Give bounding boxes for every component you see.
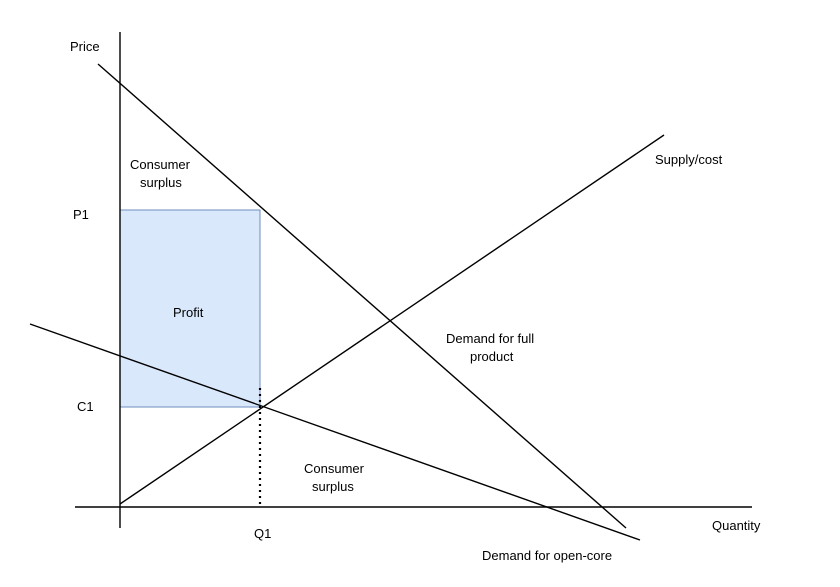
profit-label: Profit	[173, 305, 204, 320]
price-axis-label: Price	[70, 39, 100, 54]
supply-cost-label: Supply/cost	[655, 152, 723, 167]
c1-label: C1	[77, 399, 94, 414]
supply-cost-line	[119, 134, 665, 505]
demand-full-product-label-line2: product	[470, 349, 514, 364]
demand-open-core-label: Demand for open-core	[482, 548, 612, 563]
consumer-surplus-top-line1: Consumer	[130, 157, 191, 172]
demand-open-core-line	[29, 323, 641, 541]
demand-full-product-label-line1: Demand for full	[446, 331, 534, 346]
consumer-surplus-bottom-line1: Consumer	[304, 461, 365, 476]
q1-label: Q1	[254, 526, 271, 541]
consumer-surplus-bottom-line2: surplus	[312, 479, 354, 494]
quantity-axis-label: Quantity	[712, 518, 761, 533]
profit-area	[119, 209, 261, 408]
demand-full-product-line	[97, 63, 627, 529]
consumer-surplus-top-line2: surplus	[140, 175, 182, 190]
p1-label: P1	[73, 207, 89, 222]
